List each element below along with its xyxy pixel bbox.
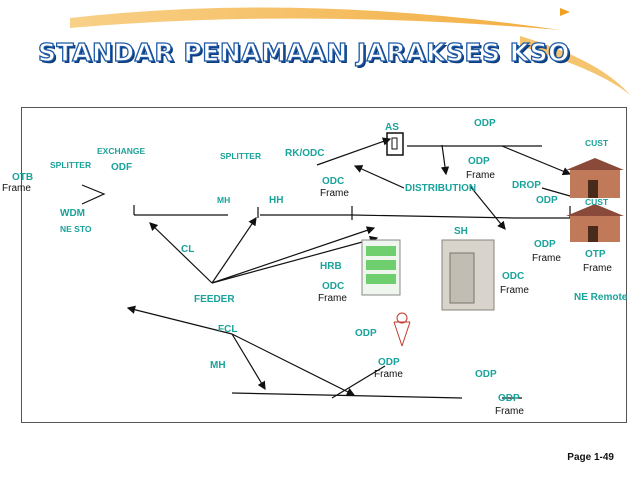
- diagram-panel: AS ODP CUST EXCHANGE SPLITTER RK/ODC SPL…: [2, 107, 628, 423]
- odc-label-3: ODC: [502, 271, 525, 282]
- hrb-cabinet-icon: [361, 239, 401, 296]
- house-icon-2: [566, 204, 624, 242]
- odp-label-7: ODP: [475, 369, 497, 380]
- otb-label: OTB: [12, 172, 34, 183]
- drop-label: DROP: [512, 180, 541, 191]
- odp-frame-label-8: Frame: [495, 406, 524, 417]
- odp-label-4: ODP: [534, 239, 556, 250]
- distribution-label: DISTRIBUTION: [405, 183, 477, 194]
- slide-header: STANDAR PENAMAAN JARAKSES KSO: [0, 0, 638, 100]
- page-number: Page 1-49: [567, 452, 614, 463]
- odp-frame-label-4: Frame: [532, 253, 561, 264]
- shelter-icon: [441, 239, 495, 311]
- otp-frame-label: Frame: [583, 263, 612, 274]
- cl-label: CL: [181, 244, 195, 255]
- otb-frame-label: Frame: [2, 183, 31, 194]
- odf-label: ODF: [111, 162, 133, 173]
- fcl-label: FCL: [218, 324, 238, 335]
- otp-label: OTP: [585, 249, 606, 260]
- odc-frame-label-3: Frame: [500, 285, 529, 296]
- odp-label-8: ODP: [498, 393, 520, 404]
- splitter-chevron: [81, 184, 106, 205]
- splitter-label-1: SPLITTER: [50, 160, 92, 170]
- hrb-label: HRB: [320, 261, 342, 272]
- odp-label-6: ODP: [378, 357, 400, 368]
- wdm-label: WDM: [60, 208, 85, 219]
- odp-label-5: ODP: [355, 328, 377, 339]
- ne-sto-label: NE STO: [60, 224, 92, 234]
- header-swoosh-decoration: [70, 7, 630, 95]
- odp-label-top: ODP: [474, 118, 496, 129]
- odp-frame-label-2: Frame: [466, 170, 495, 181]
- feeder-label: FEEDER: [194, 294, 235, 305]
- sh-label: SH: [454, 226, 468, 237]
- splitter-label-2: SPLITTER: [220, 151, 262, 161]
- cust-label-1: CUST: [585, 138, 609, 148]
- odc-frame-label-2: Frame: [318, 293, 347, 304]
- odc-frame-label-1: Frame: [320, 188, 349, 199]
- slide-title: STANDAR PENAMAAN JARAKSES KSO: [37, 37, 570, 67]
- tower-icon: [393, 312, 411, 347]
- odp-frame-label-6: Frame: [374, 369, 403, 380]
- as-label: AS: [385, 122, 399, 133]
- mh-label-1: MH: [217, 195, 231, 205]
- connector-lines: [81, 132, 624, 399]
- odc-label-2: ODC: [322, 281, 345, 292]
- cust-label-2: CUST: [585, 197, 609, 207]
- odp-label-2: ODP: [468, 156, 490, 167]
- rk-odc-label: RK/ODC: [285, 148, 325, 159]
- mh-label-2: MH: [210, 360, 226, 371]
- hh-label: HH: [269, 195, 284, 206]
- odc-label-1: ODC: [322, 176, 345, 187]
- ne-remote-label: NE Remote: [574, 292, 628, 303]
- house-icon-1: [566, 158, 624, 198]
- odp-label-3: ODP: [536, 195, 558, 206]
- exchange-label: EXCHANGE: [97, 146, 146, 156]
